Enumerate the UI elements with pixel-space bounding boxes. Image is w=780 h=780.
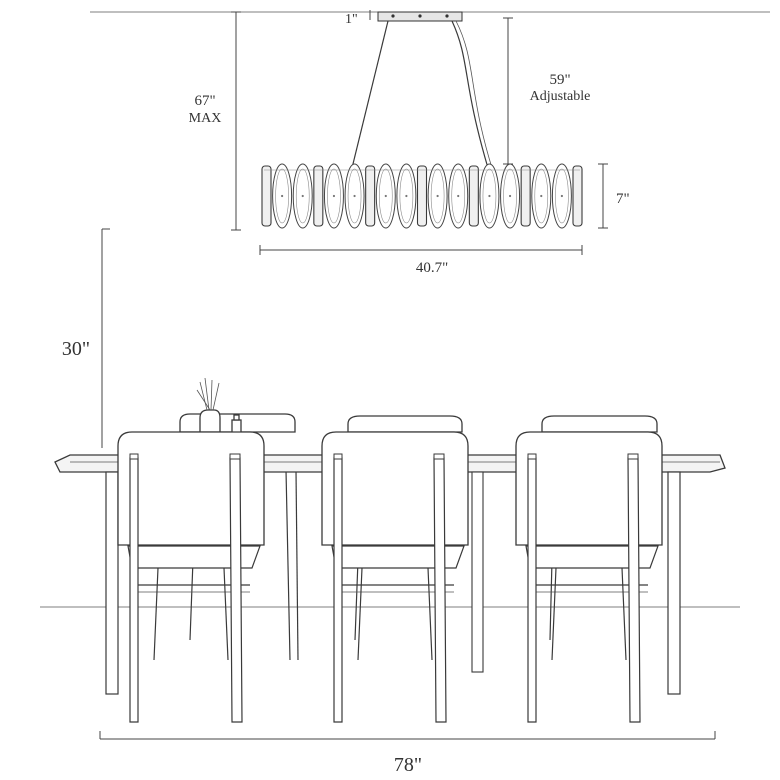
canopy-screw	[391, 14, 395, 18]
fixture-bar	[261, 165, 272, 227]
fixture-crystal-inner	[503, 168, 517, 224]
suspension-cable-right	[451, 20, 489, 169]
clearance-label: 30"	[62, 338, 90, 360]
front-chair	[321, 431, 469, 723]
fixture-bar	[313, 165, 324, 227]
fixture-crystal-center	[384, 194, 387, 198]
fixture-crystal-inner	[482, 168, 497, 224]
power-cord	[455, 20, 493, 169]
fixture-crystal-inner	[295, 168, 310, 224]
fixture-crystal-inner	[534, 168, 549, 224]
vase-with-reeds	[196, 377, 221, 433]
fixture-crystal-inner	[378, 168, 393, 224]
fixture-crystal-center	[508, 194, 512, 198]
fixture-bar	[520, 165, 531, 227]
fixture-crystal-inner	[327, 168, 341, 224]
fixture-crystal-inner	[451, 168, 466, 224]
adjustable-note: Adjustable	[530, 89, 591, 104]
fixture-crystal-center	[488, 194, 491, 198]
fixture-width-label: 40.7"	[416, 260, 448, 276]
fixture-crystal-center	[281, 194, 284, 198]
table-length-label: 78"	[394, 754, 422, 776]
canopy-screw	[418, 14, 422, 18]
front-chair	[515, 431, 663, 723]
fixture-crystal-inner	[347, 168, 362, 224]
fixture-crystal-center	[405, 194, 408, 198]
fixture-crystal-center	[560, 194, 563, 198]
adjustable-length-label: 59"	[549, 72, 570, 88]
fixture-crystal-center	[540, 194, 543, 198]
fixture-crystal-center	[353, 194, 356, 198]
back-chair	[541, 415, 658, 641]
small-bottle	[231, 414, 242, 435]
fixture-crystal-center	[457, 194, 460, 198]
canopy-height-label: 1"	[345, 12, 358, 27]
canopy-screw	[445, 14, 449, 18]
overall-height-label: 67"	[194, 93, 215, 109]
fixture-crystal-inner	[555, 168, 569, 224]
front-chair	[117, 431, 265, 723]
fixture-crystal-inner	[275, 168, 289, 224]
overall-height-note: MAX	[189, 111, 222, 126]
front-chairs	[117, 431, 663, 723]
fixture-crystal-center	[436, 194, 439, 198]
fixture-bar	[572, 165, 583, 227]
fixture-crystal-center	[301, 194, 304, 198]
fixture-bar	[468, 165, 479, 227]
fixture-bar	[365, 165, 376, 227]
fixture-crystal-inner	[399, 168, 414, 224]
chandelier-fixture	[261, 163, 583, 229]
fixture-bar	[416, 165, 428, 227]
back-chair	[347, 415, 463, 641]
fixture-crystal-center	[332, 194, 336, 198]
suspension-cable-left	[351, 20, 389, 169]
fixture-height-label: 7"	[616, 191, 630, 207]
fixture-crystal-inner	[430, 168, 445, 224]
